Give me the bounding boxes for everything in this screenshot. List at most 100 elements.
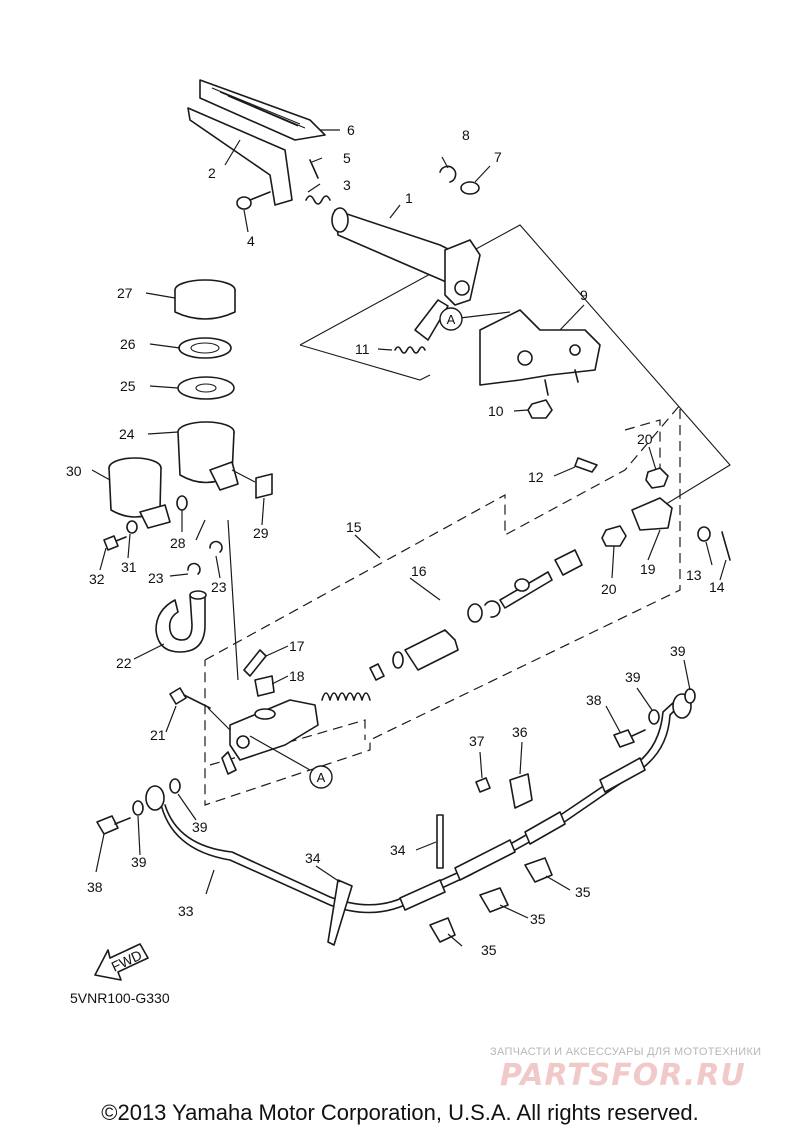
callout-33: 33 (178, 903, 194, 919)
callout-30: 30 (66, 463, 82, 479)
clevis-19 (631, 497, 673, 531)
hose-clamp-35b (479, 887, 509, 913)
ref-mark-a-upper-label: A (447, 312, 456, 327)
cable-tie-34a (436, 814, 444, 869)
hose-sleeve-2 (454, 839, 516, 881)
callout-13: 13 (686, 567, 702, 583)
callout-23b: 23 (211, 579, 227, 595)
callout-28: 28 (170, 535, 186, 551)
callout-37: 37 (469, 733, 485, 749)
hose-sleeve-4 (599, 757, 646, 793)
master-cylinder-boundary (204, 403, 681, 806)
hose-end (189, 590, 207, 600)
ref-mark-a-lower-label: A (317, 770, 326, 785)
bolt-21-body (183, 694, 211, 709)
callout-32: 32 (89, 571, 105, 587)
callout-14: 14 (709, 579, 725, 595)
bracket-studs (544, 369, 579, 396)
washer-13 (697, 526, 711, 542)
circlip-16 (484, 600, 501, 618)
seal-1 (392, 651, 404, 669)
callout-38b: 38 (586, 692, 602, 708)
pushrod-boundary (624, 419, 661, 470)
rod-nut (514, 578, 530, 592)
washer-39a (132, 800, 144, 816)
hose-sleeve-1 (399, 879, 446, 911)
reservoir-cap (174, 290, 236, 320)
callout-18: 18 (289, 668, 305, 684)
pedal-lever (444, 239, 481, 306)
union-bolt-38a-shaft (114, 817, 131, 825)
leader-lines (91, 129, 727, 947)
callout-5: 5 (343, 150, 351, 166)
pedal-group-boundary-2 (299, 344, 431, 381)
callout-31: 31 (121, 559, 137, 575)
callout-39c: 39 (625, 669, 641, 685)
pedal-arm (187, 107, 293, 206)
callout-23a: 23 (148, 570, 164, 586)
hose-clamp-35c (524, 857, 553, 883)
callout-29: 29 (253, 525, 269, 541)
callout-35c: 35 (575, 884, 591, 900)
washer-39d (684, 688, 696, 704)
diaphragm-inner (195, 383, 217, 393)
seal-2 (467, 603, 483, 623)
bracket-plate (479, 309, 601, 386)
diaphragm-plate (178, 337, 232, 359)
cable-tie-34b (327, 879, 353, 946)
callout-20a: 20 (637, 431, 653, 447)
grommet-28 (176, 495, 188, 511)
copyright-notice: ©2013 Yamaha Motor Corporation, U.S.A. A… (101, 1100, 699, 1125)
callout-27: 27 (117, 285, 133, 301)
hose-clamp-23b (209, 540, 223, 553)
reservoir-assembly (103, 279, 273, 653)
callout-35a: 35 (481, 942, 497, 958)
ref-mark-a-upper (439, 307, 463, 331)
callout-1: 1 (405, 190, 413, 206)
clevis-assembly (574, 457, 731, 561)
cotter-pin (309, 159, 319, 179)
callout-15: 15 (346, 519, 362, 535)
diaphragm (177, 376, 235, 400)
tank-30-bracket (139, 504, 171, 529)
washer (460, 181, 480, 195)
callout-24: 24 (119, 426, 135, 442)
callout-20b: 20 (601, 581, 617, 597)
union-bolt-38b (613, 729, 635, 748)
pedal-pad-ribs (211, 87, 306, 129)
callout-36: 36 (512, 724, 528, 740)
brake-hose-2 (164, 701, 675, 906)
master-cylinder-assembly (169, 549, 583, 775)
banjo-lower (145, 785, 165, 811)
diagram-code: 5VNR100-G330 (70, 990, 170, 1006)
cotter-14 (721, 531, 731, 561)
callout-34a: 34 (305, 850, 321, 866)
callout-10: 10 (488, 403, 504, 419)
brake-pedal-assembly (187, 79, 481, 341)
pedal-bracket (394, 309, 601, 419)
washer-39c (648, 709, 660, 725)
bracket-hole (517, 350, 533, 366)
callout-38a: 38 (87, 879, 103, 895)
hose-holder-36 (509, 773, 533, 809)
callout-25: 25 (120, 378, 136, 394)
link-arm (414, 299, 449, 341)
union-bolt-38b-shaft (631, 729, 646, 737)
circlip (439, 165, 457, 183)
pin-body (249, 191, 271, 201)
bolt-32-body (115, 536, 127, 542)
fwd-indicator: FWD (94, 943, 149, 981)
reference-marks: A A (309, 307, 463, 789)
cylinder-inlet (254, 708, 276, 720)
watermark-brand: PARTSFOR.RU (500, 1058, 746, 1093)
ref-mark-a-lower (309, 765, 333, 789)
rubber-cap-18 (254, 675, 275, 697)
callout-8: 8 (462, 127, 470, 143)
cup-1 (369, 663, 385, 681)
piston-spring (321, 692, 371, 701)
callout-6: 6 (347, 122, 355, 138)
hose-sleeve-3 (524, 811, 566, 845)
reservoir-bracket (209, 461, 239, 491)
pin-head (236, 196, 252, 210)
watermark-tagline: ЗАПЧАСТИ И АКСЕССУАРЫ ДЛЯ МОТОТЕХНИКИ (490, 1046, 761, 1058)
